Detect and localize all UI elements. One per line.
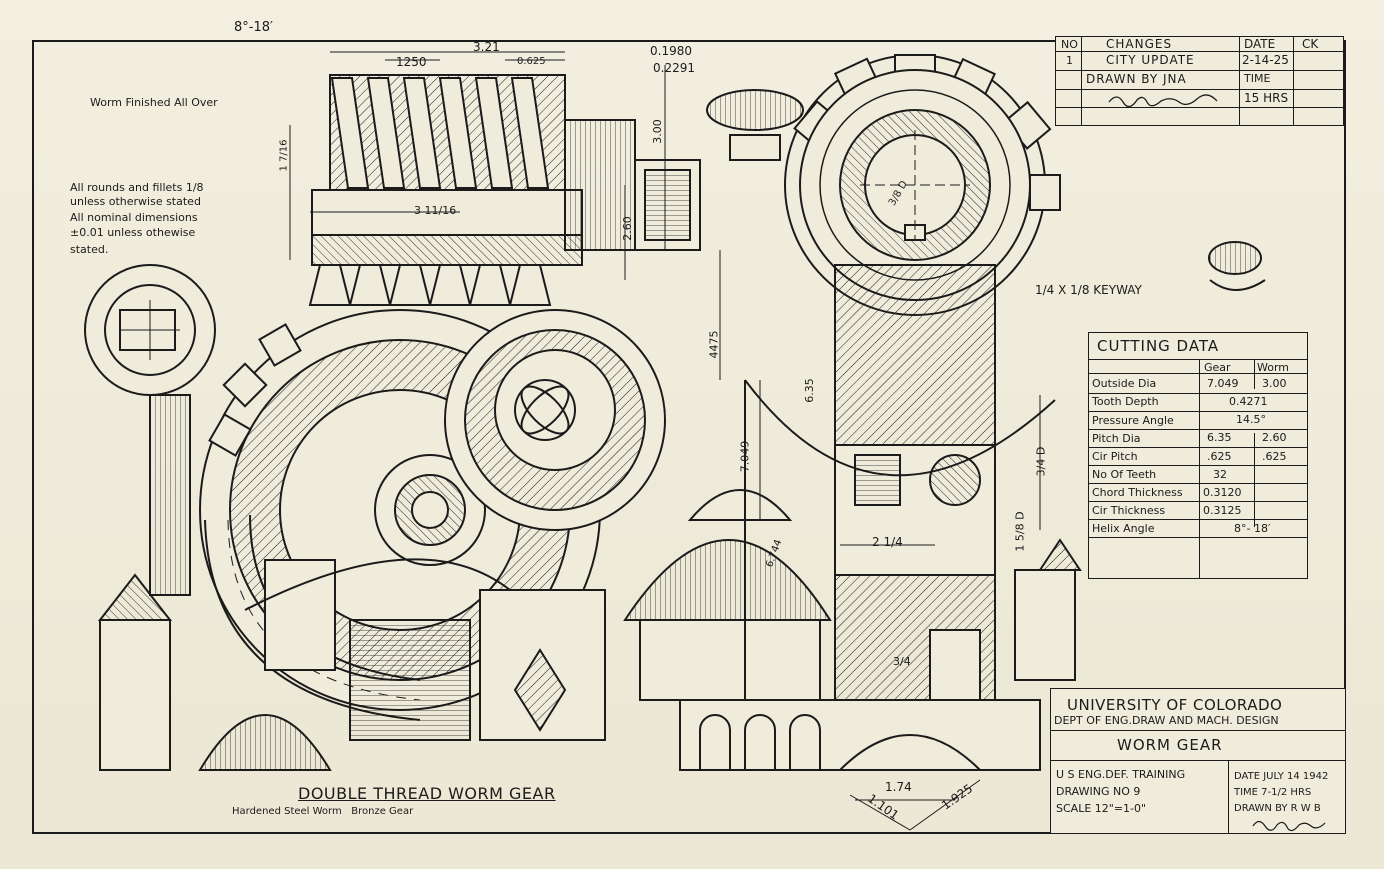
changes-header-ck: CK xyxy=(1302,37,1319,51)
table-row: Chord Thickness 0.3120 xyxy=(1089,483,1307,502)
dim-1-7-16: 1 7/16 xyxy=(278,139,290,172)
dim-1-5-8-d: 1 5/8 D xyxy=(1013,511,1027,552)
changes-time-label: TIME xyxy=(1244,72,1271,85)
table-row: Tooth Depth 0.4271 xyxy=(1089,393,1307,412)
gear-housing xyxy=(834,264,996,711)
title-block-university: UNIVERSITY OF COLORADO xyxy=(1067,696,1283,714)
dim-3-4-d: 3/4 D xyxy=(1034,446,1048,477)
title-block-drawn-by: DRAWN BY R W B xyxy=(1234,803,1321,814)
row-label: Chord Thickness xyxy=(1092,486,1183,499)
dim-260: 2.60 xyxy=(620,216,634,241)
table-row: Pitch Dia 6.35 2.60 xyxy=(1089,429,1307,448)
changes-row-date: 2-14-25 xyxy=(1242,53,1289,67)
note-nominal-1: All nominal dimensions xyxy=(70,211,198,224)
dim-174: 1.74 xyxy=(885,780,912,794)
title-block-time: TIME 7-1/2 HRS xyxy=(1234,787,1312,798)
dim-321: 3.21 xyxy=(473,40,500,54)
table-row: No Of Teeth 32 xyxy=(1089,465,1307,484)
row-gear-value: 32 xyxy=(1213,468,1227,481)
row-gear-value: 0.3125 xyxy=(1203,504,1242,517)
table-row: Pressure Angle 14.5° xyxy=(1089,411,1307,430)
dim-7049: 7.049 xyxy=(738,440,752,473)
middle-gear xyxy=(444,309,666,531)
title-block-dept: DEPT OF ENG.DRAW AND MACH. DESIGN xyxy=(1054,714,1279,727)
changes-row-change: CITY UPDATE xyxy=(1106,53,1195,67)
dim-3-11-16: 3 11/16 xyxy=(414,204,457,217)
row-label: Cir Thickness xyxy=(1092,504,1166,517)
note-worm-finished: Worm Finished All Over xyxy=(90,96,218,109)
changes-header-changes: CHANGES xyxy=(1106,37,1173,51)
drawing-caption-title: DOUBLE THREAD WORM GEAR xyxy=(298,784,556,803)
table-row: Outside Dia 7.049 3.00 xyxy=(1089,375,1307,394)
dim-1250: 1250 xyxy=(396,55,427,69)
title-block: UNIVERSITY OF COLORADO DEPT OF ENG.DRAW … xyxy=(1050,688,1345,833)
changes-signature xyxy=(1108,94,1218,107)
changes-time-value: 15 HRS xyxy=(1244,91,1289,105)
table-row: Helix Angle 8°- 18′ xyxy=(1089,519,1307,538)
cutting-data-title: CUTTING DATA xyxy=(1097,337,1220,355)
title-block-drawing-no: DRAWING NO 9 xyxy=(1056,785,1141,798)
note-nominal-2: ±0.01 unless othewise xyxy=(70,226,196,239)
dim-0625: 0.625 xyxy=(517,56,546,67)
row-span-value: 8°- 18′ xyxy=(1234,522,1271,535)
city-domes xyxy=(97,489,1082,771)
row-gear-value: 0.3120 xyxy=(1203,486,1242,499)
row-gear-value: .625 xyxy=(1207,450,1232,463)
row-label: Pitch Dia xyxy=(1092,432,1141,445)
changes-header-no: NO xyxy=(1061,38,1078,51)
row-label: No Of Teeth xyxy=(1092,468,1157,481)
dim-300: 3.00 xyxy=(650,119,664,144)
row-span-value: 0.4271 xyxy=(1229,395,1268,408)
cutting-col-worm: Worm xyxy=(1257,361,1290,374)
changes-header-date: DATE xyxy=(1244,37,1276,51)
note-rounds-fillets-1: All rounds and fillets 1/8 xyxy=(70,181,204,194)
dim-4475: 4475 xyxy=(707,330,721,359)
airship-right xyxy=(1208,241,1266,291)
dim-2-1-4: 2 1/4 xyxy=(872,535,903,549)
note-rounds-fillets-2: unless otherwise stated xyxy=(70,195,201,208)
row-worm-value: .625 xyxy=(1262,450,1287,463)
title-block-scale: SCALE 12"=1-0" xyxy=(1056,802,1147,815)
worm-screw xyxy=(308,74,701,306)
row-worm-value: 2.60 xyxy=(1262,431,1287,444)
row-label: Helix Angle xyxy=(1092,522,1155,535)
row-worm-value: 3.00 xyxy=(1262,377,1287,390)
title-block-training: U S ENG.DEF. TRAINING xyxy=(1056,768,1186,781)
dim-635: 6.35 xyxy=(802,378,816,403)
table-row: Cir Pitch .625 .625 xyxy=(1089,447,1307,466)
cutting-col-gear: Gear xyxy=(1204,361,1231,374)
row-label: Cir Pitch xyxy=(1092,450,1138,463)
drawing-caption-subtitle: Hardened Steel Worm Bronze Gear xyxy=(232,806,414,817)
border-frame xyxy=(32,40,1346,834)
title-block-date: DATE JULY 14 1942 xyxy=(1234,771,1329,782)
table-row: Cir Thickness 0.3125 xyxy=(1089,501,1307,520)
dim-keyway: 1/4 X 1/8 KEYWAY xyxy=(1035,283,1142,297)
note-nominal-3: stated. xyxy=(70,243,109,256)
row-span-value: 14.5° xyxy=(1236,413,1266,426)
title-block-signature xyxy=(1252,820,1326,832)
dim-01980: 0.1980 xyxy=(650,44,692,58)
title-block-drawing-title: WORM GEAR xyxy=(1117,736,1223,754)
row-label: Pressure Angle xyxy=(1092,414,1174,427)
changes-drawn-by: DRAWN BY JNA xyxy=(1086,72,1187,86)
changes-table: NO CHANGES DATE CK 1 CITY UPDATE 2-14-25… xyxy=(1055,36,1344,126)
row-label: Outside Dia xyxy=(1092,377,1157,390)
dim-02291: 0.2291 xyxy=(653,61,695,75)
row-gear-value: 7.049 xyxy=(1207,377,1239,390)
row-gear-value: 6.35 xyxy=(1207,431,1232,444)
cutting-data-panel: CUTTING DATA Gear Worm Outside Dia 7.049… xyxy=(1088,332,1308,579)
note-helix-top: 8°-18′ xyxy=(234,20,273,35)
changes-row-no: 1 xyxy=(1066,54,1073,67)
row-label: Tooth Depth xyxy=(1092,395,1159,408)
dim-3-4: 3/4 xyxy=(893,655,911,668)
airship-top xyxy=(706,89,804,161)
left-small-gear xyxy=(84,264,216,596)
